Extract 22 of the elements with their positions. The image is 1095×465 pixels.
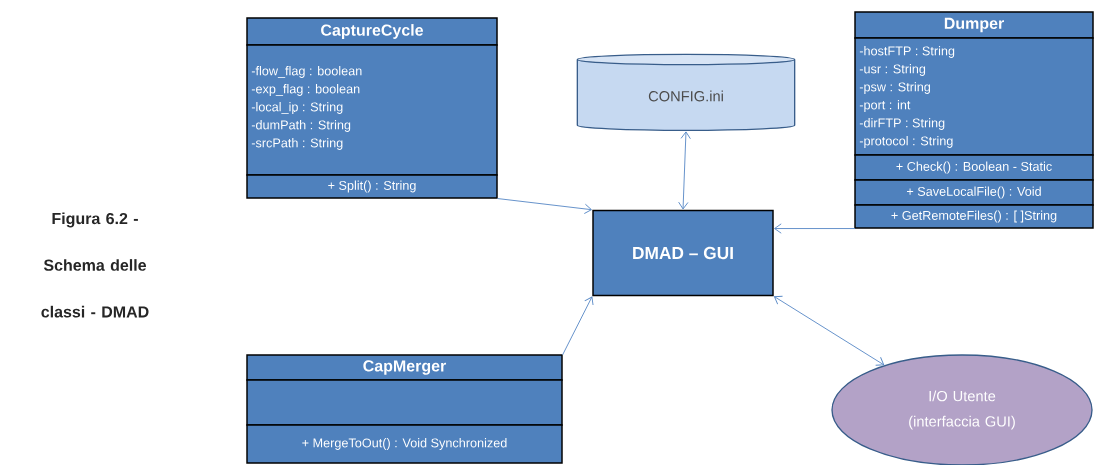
- arrow: [678, 131, 691, 210]
- class-name: Dumper: [944, 17, 1004, 33]
- figure-caption: Figura 6.2 - Schema delle classi - DMAD: [41, 212, 149, 318]
- database-cylinder: CONFIG.ini: [576, 53, 796, 132]
- class-name: CaptureCycle: [321, 24, 423, 39]
- arrow: [497, 198, 592, 214]
- method-text: + Check() : Boolean - Static: [896, 161, 1052, 174]
- method-text: + Split() : String: [328, 180, 416, 193]
- method-text: + SaveLocalFile() : Void: [907, 186, 1041, 199]
- attribute-text: -port : int: [859, 100, 911, 112]
- attribute-text: -usr : String: [859, 64, 926, 76]
- attribute-text: -protocol : String: [859, 136, 953, 148]
- attribute-text: -hostFTP : String: [859, 46, 955, 58]
- arrow: [562, 296, 594, 356]
- method-text: + MergeToOut() : Void Synchronized: [302, 438, 507, 450]
- component-box: DMAD – GUI: [592, 209, 774, 297]
- attribute-text: -dirFTP : String: [859, 118, 945, 130]
- arrow: [773, 295, 885, 366]
- method-text: + GetRemoteFiles() : [ ]String: [891, 210, 1057, 223]
- class-name: CapMerger: [363, 360, 447, 375]
- arrow: [774, 223, 856, 234]
- attribute-text: -psw : String: [859, 82, 930, 94]
